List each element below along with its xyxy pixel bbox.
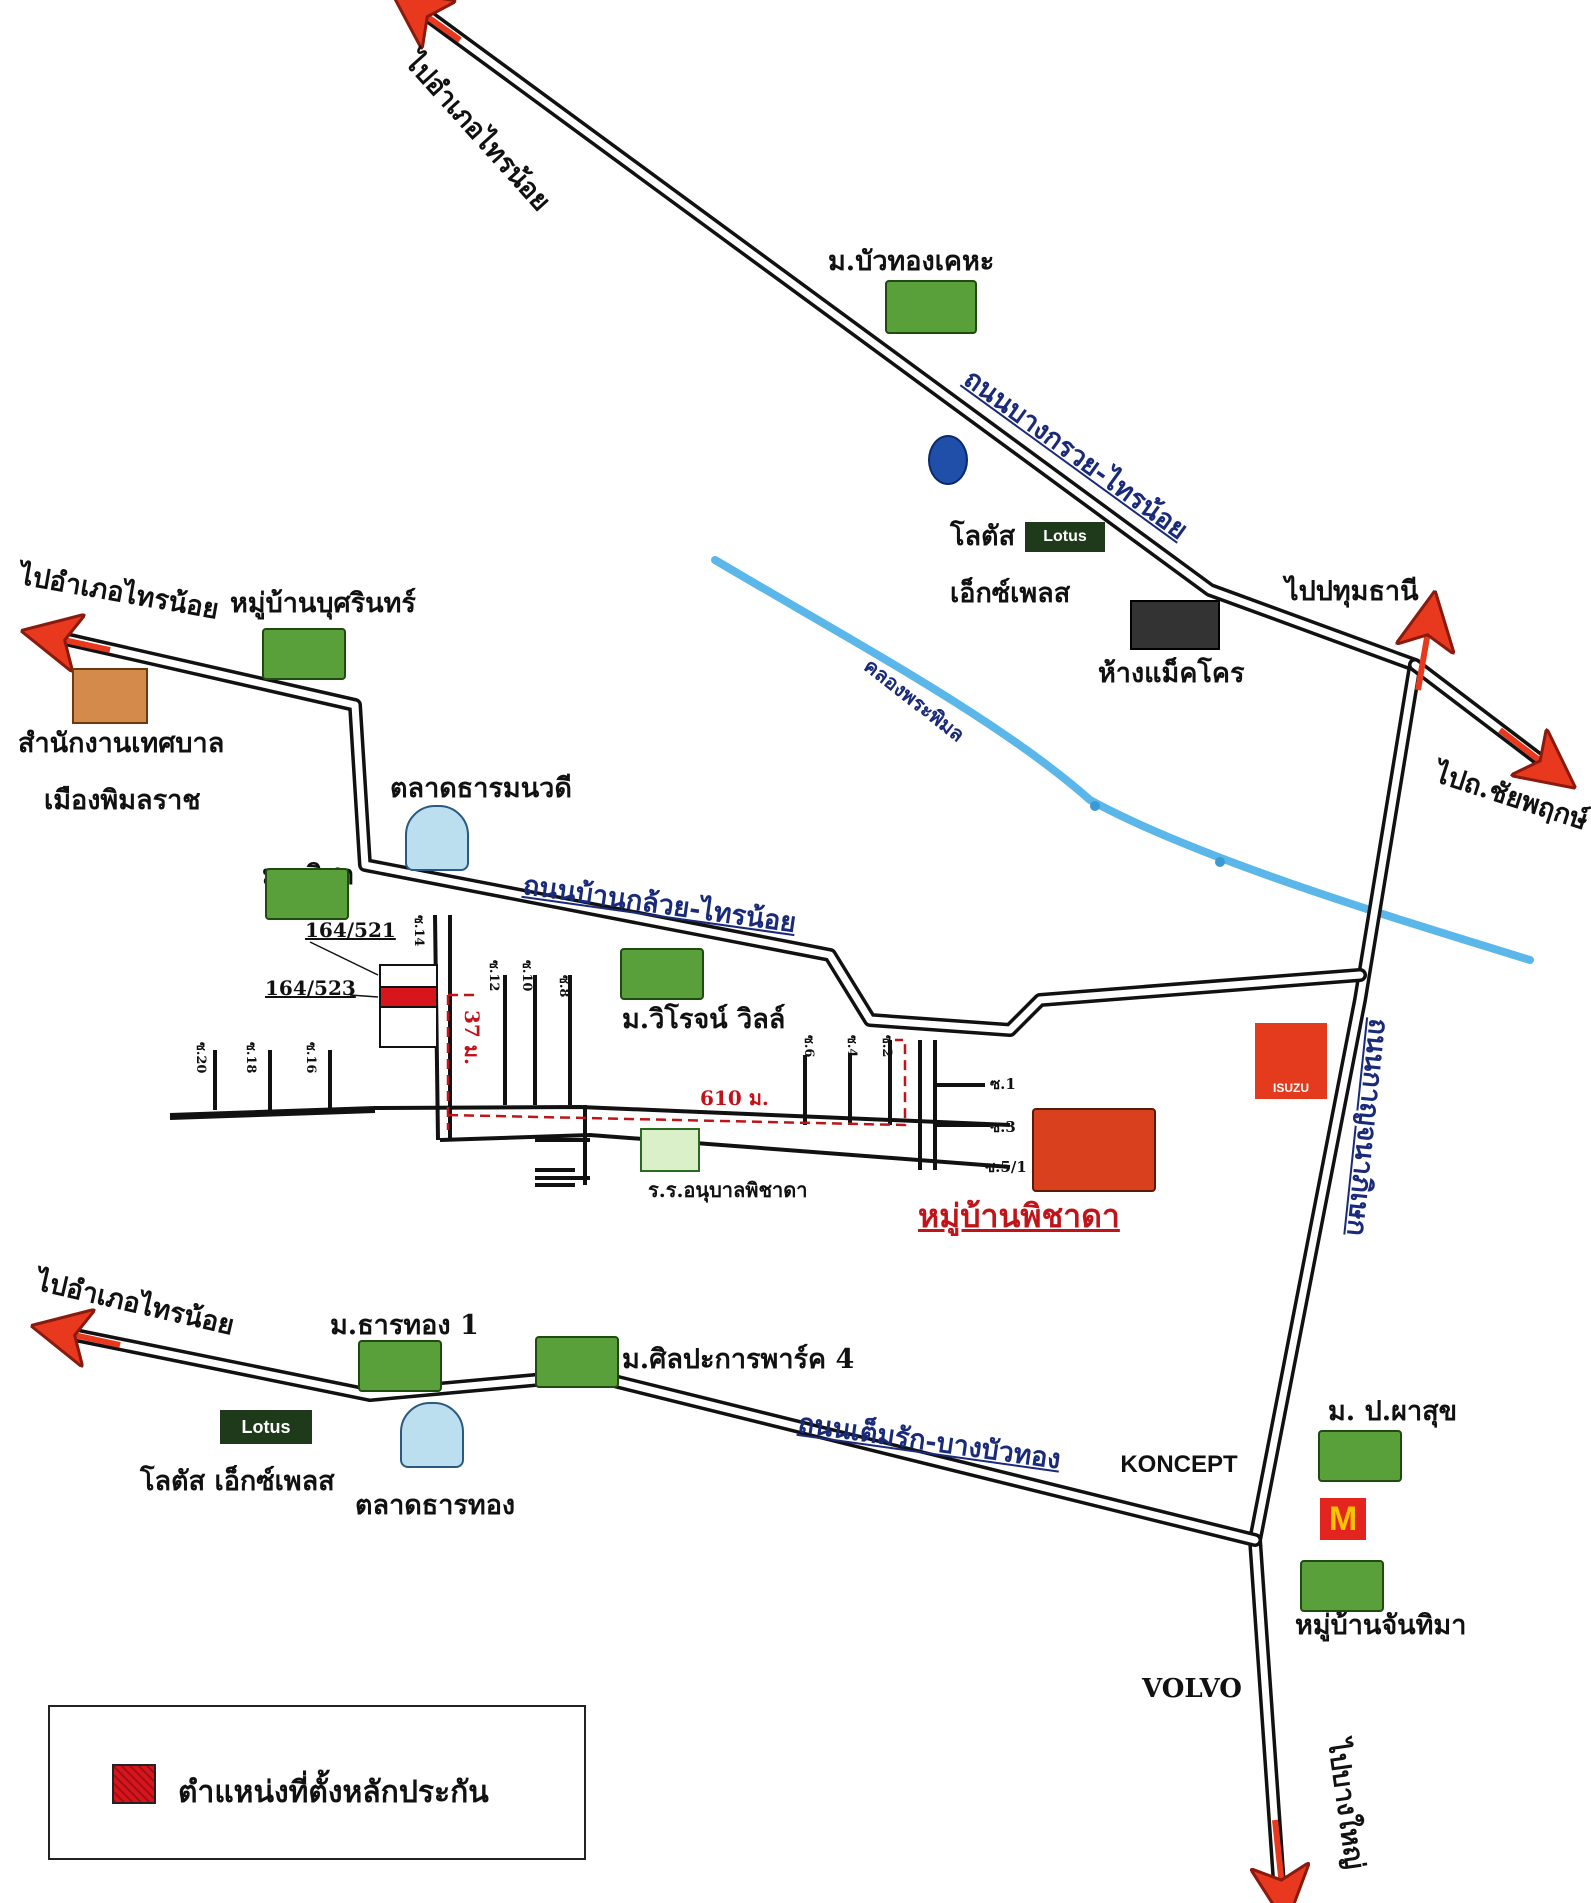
- soi-label: ซ.1: [990, 1075, 1016, 1093]
- place-tharathong-market: ตลาดธารทอง: [355, 1490, 516, 1521]
- soi-label: ซ.6: [801, 1035, 816, 1058]
- roads: [63, 3, 1547, 1903]
- soi-label: ซ.3: [990, 1118, 1016, 1136]
- distance-610m: 610 ม.: [700, 1086, 769, 1110]
- place-municipal-office-1: สำนักงานเทศบาล: [18, 728, 225, 759]
- house-icon: [1318, 1430, 1402, 1482]
- lotus-logo-top: Lotus: [1025, 522, 1105, 552]
- place-thammanawadi-market: ตลาดธารมนวดี: [390, 773, 572, 804]
- soi-label: ซ.2: [879, 1035, 894, 1058]
- plot-number-a: 164/521: [305, 918, 396, 942]
- place-wiroj-ville: ม.วิโรจน์ วิลล์: [622, 1004, 786, 1035]
- place-lotus-bottom: โลตัส เอ็กซ์เพลส: [140, 1466, 335, 1497]
- soi-label: ซ.18: [243, 1042, 258, 1074]
- soi-label: ซ.12: [486, 960, 501, 992]
- phichada-house-icon: [1032, 1108, 1156, 1192]
- house-icon: [358, 1340, 442, 1392]
- lotus-logo-bottom: Lotus: [220, 1410, 312, 1444]
- place-makro: ห้างแม็คโคร: [1098, 658, 1245, 689]
- canal-dot: [1090, 801, 1100, 811]
- soi-label: ซ.20: [193, 1042, 208, 1074]
- soi-label: ซ.16: [303, 1042, 318, 1074]
- ptt-gas-icon: [928, 435, 968, 485]
- house-icon: [265, 868, 349, 920]
- place-chanthima: หมู่บ้านจันทิมา: [1295, 1610, 1467, 1641]
- place-kindergarten: ร.ร.อนุบาลพิชาดา: [648, 1178, 808, 1202]
- house-icon: [1300, 1560, 1384, 1612]
- soi-label: ซ.5/1: [985, 1158, 1027, 1176]
- legend-label: ตำแหน่งที่ตั้งหลักประกัน: [178, 1775, 489, 1810]
- place-busarin: หมู่บ้านบุศรินทร์: [230, 588, 416, 619]
- soi-label: ซ.14: [411, 915, 426, 947]
- collateral-swatch: [112, 1764, 156, 1804]
- soi-label: ซ.4: [844, 1035, 859, 1058]
- place-tharathong-1: ม.ธารทอง 1: [330, 1310, 479, 1341]
- house-icon: [885, 280, 977, 334]
- plot-number-b: 164/523: [265, 976, 356, 1000]
- distance-lines: [446, 993, 907, 1130]
- mcdonalds-logo: M: [1320, 1498, 1366, 1540]
- house-icon: [620, 948, 704, 1000]
- place-bua-thong-kheha: ม.บัวทองเคหะ: [828, 246, 995, 277]
- canal-line: [711, 556, 1534, 964]
- makro-building-icon: [1130, 600, 1220, 650]
- house-icon: [262, 628, 346, 680]
- isuzu-logo: ISUZU: [1255, 1023, 1327, 1099]
- school-icon: [640, 1128, 700, 1172]
- koncept-logo: KONCEPT: [1120, 1451, 1238, 1478]
- place-lotus-top-2: เอ็กซ์เพลส: [950, 578, 1071, 609]
- volvo-logo: VOLVO: [1142, 1674, 1242, 1704]
- place-lotus-top-1: โลตัส: [950, 521, 1016, 552]
- plot-boxes: [309, 941, 438, 1048]
- legend-box: ตำแหน่งที่ตั้งหลักประกัน: [48, 1705, 586, 1860]
- place-municipal-office-2: เมืองพิมลราช: [44, 785, 201, 816]
- distance-37m: 37 ม.: [460, 1010, 484, 1065]
- direction-arrows: [50, 8, 1552, 1895]
- place-sinlapakarn-park-4: ม.ศิลปะการพาร์ค 4: [622, 1344, 855, 1375]
- soi-network: [169, 914, 1011, 1187]
- house-icon: [535, 1336, 619, 1388]
- municipal-building-icon: [72, 668, 148, 724]
- market-icon: [400, 1402, 464, 1468]
- place-phichada: หมู่บ้านพิชาดา: [918, 1197, 1120, 1235]
- direction-to-pathum-thani: ไปปทุมธานี: [1285, 576, 1419, 607]
- canal-dot: [1215, 857, 1225, 867]
- market-icon: [405, 805, 469, 871]
- soi-label: ซ.8: [556, 975, 571, 998]
- soi-label: ซ.10: [519, 960, 534, 992]
- place-pasuk: ม. ป.ผาสุข: [1328, 1396, 1458, 1427]
